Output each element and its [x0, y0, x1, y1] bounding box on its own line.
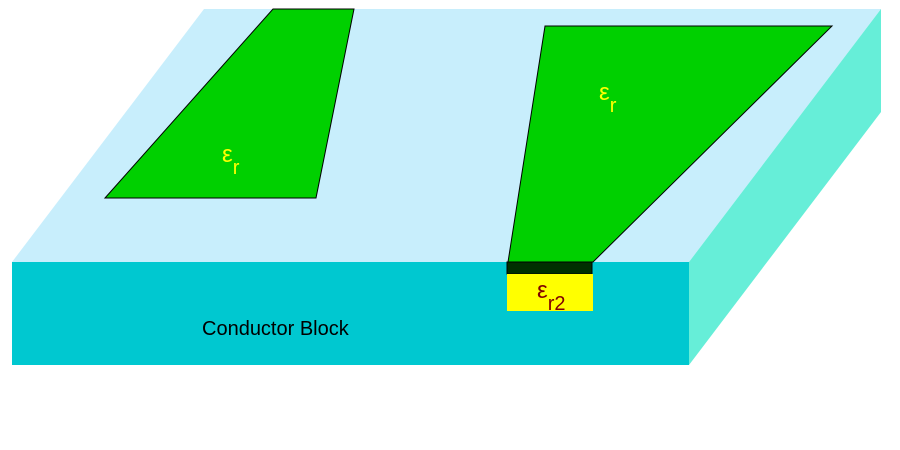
dielectric-insert	[507, 274, 593, 311]
block-label: Conductor Block	[202, 318, 350, 340]
left-patch-label: εr	[222, 141, 240, 179]
insert-strip	[506, 261, 593, 275]
right-patch-label: εr	[599, 79, 617, 117]
left-dielectric-patch	[103, 8, 355, 199]
block-side-face	[689, 9, 881, 365]
right-dielectric-patch	[507, 25, 834, 263]
insert-label: εr2	[537, 277, 566, 315]
